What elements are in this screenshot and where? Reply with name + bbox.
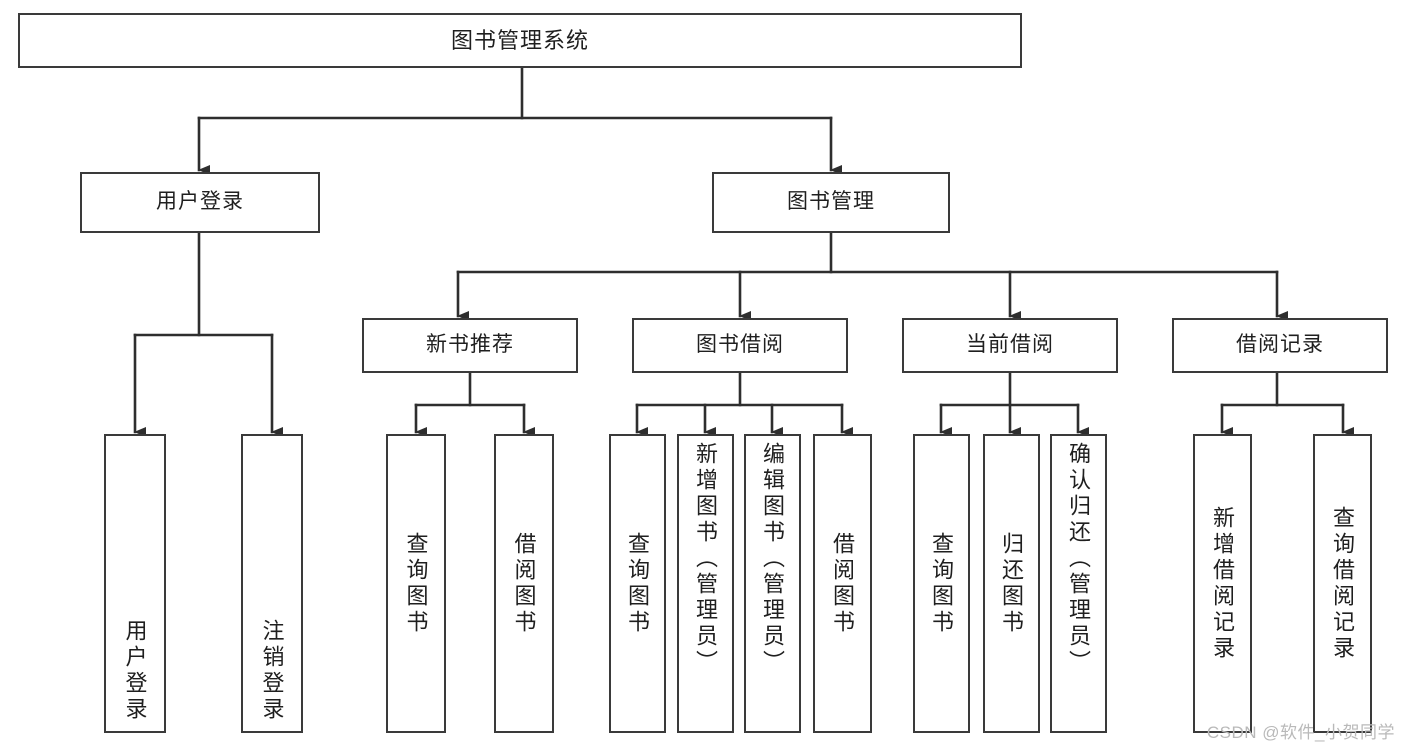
node-label: 新书推荐	[426, 333, 514, 357]
node-label: 当前借阅	[966, 333, 1054, 357]
node-label: 查询图书	[929, 531, 955, 636]
leaf-new-book-borrow[interactable]: 借阅图书	[494, 434, 554, 733]
node-label: 新增借阅记录	[1210, 505, 1236, 662]
node-label: 注销登录	[259, 619, 285, 723]
node-label: 图书管理	[787, 190, 875, 214]
leaf-user-login-signin[interactable]: 用户登录	[104, 434, 166, 733]
node-label: 新增图书（管理员）	[693, 442, 719, 676]
node-root-book-management-system[interactable]: 图书管理系统	[18, 13, 1022, 68]
node-label: 借阅图书	[830, 531, 856, 636]
vertical-text-wrap: 确认归还（管理员）	[1052, 436, 1105, 731]
node-book-borrow[interactable]: 图书借阅	[632, 318, 848, 373]
leaf-book-borrow-query[interactable]: 查询图书	[609, 434, 666, 733]
node-label: 借阅图书	[511, 531, 537, 636]
leaf-user-login-signout[interactable]: 注销登录	[241, 434, 303, 733]
vertical-text-wrap: 借阅图书	[815, 436, 870, 731]
csdn-watermark: CSDN @软件_小贺同学	[1206, 723, 1395, 742]
vertical-text-wrap: 查询图书	[915, 436, 968, 731]
leaf-current-borrow-confirm-admin[interactable]: 确认归还（管理员）	[1050, 434, 1107, 733]
leaf-current-borrow-return[interactable]: 归还图书	[983, 434, 1040, 733]
vertical-text-wrap: 查询借阅记录	[1315, 436, 1370, 731]
vertical-text-wrap: 查询图书	[611, 436, 664, 731]
leaf-current-borrow-query[interactable]: 查询图书	[913, 434, 970, 733]
vertical-text-wrap: 注销登录	[243, 436, 301, 731]
vertical-text-wrap: 借阅图书	[496, 436, 552, 731]
vertical-text-wrap: 归还图书	[985, 436, 1038, 731]
node-book-management[interactable]: 图书管理	[712, 172, 950, 233]
node-label: 确认归还（管理员）	[1066, 442, 1092, 676]
vertical-text-wrap: 编辑图书（管理员）	[746, 436, 799, 731]
node-label: 图书管理系统	[450, 27, 589, 53]
node-label: 用户登录	[122, 619, 148, 723]
node-current-borrow[interactable]: 当前借阅	[902, 318, 1118, 373]
leaf-book-borrow-add-admin[interactable]: 新增图书（管理员）	[677, 434, 734, 733]
leaf-book-borrow-edit-admin[interactable]: 编辑图书（管理员）	[744, 434, 801, 733]
node-label: 编辑图书（管理员）	[760, 442, 786, 676]
node-label: 查询图书	[625, 531, 651, 636]
vertical-text-wrap: 用户登录	[106, 436, 164, 731]
leaf-borrow-record-query[interactable]: 查询借阅记录	[1313, 434, 1372, 733]
vertical-text-wrap: 查询图书	[388, 436, 444, 731]
vertical-text-wrap: 新增借阅记录	[1195, 436, 1250, 731]
leaf-book-borrow-borrow[interactable]: 借阅图书	[813, 434, 872, 733]
leaf-borrow-record-add[interactable]: 新增借阅记录	[1193, 434, 1252, 733]
node-label: 查询借阅记录	[1330, 505, 1356, 662]
node-borrow-record[interactable]: 借阅记录	[1172, 318, 1388, 373]
leaf-new-book-query[interactable]: 查询图书	[386, 434, 446, 733]
node-label: 归还图书	[999, 531, 1025, 636]
vertical-text-wrap: 新增图书（管理员）	[679, 436, 732, 731]
node-label: 借阅记录	[1236, 333, 1324, 357]
node-label: 图书借阅	[696, 333, 784, 357]
node-user-login[interactable]: 用户登录	[80, 172, 320, 233]
node-new-book-recommend[interactable]: 新书推荐	[362, 318, 578, 373]
node-label: 查询图书	[403, 531, 429, 636]
node-label: 用户登录	[156, 190, 244, 214]
